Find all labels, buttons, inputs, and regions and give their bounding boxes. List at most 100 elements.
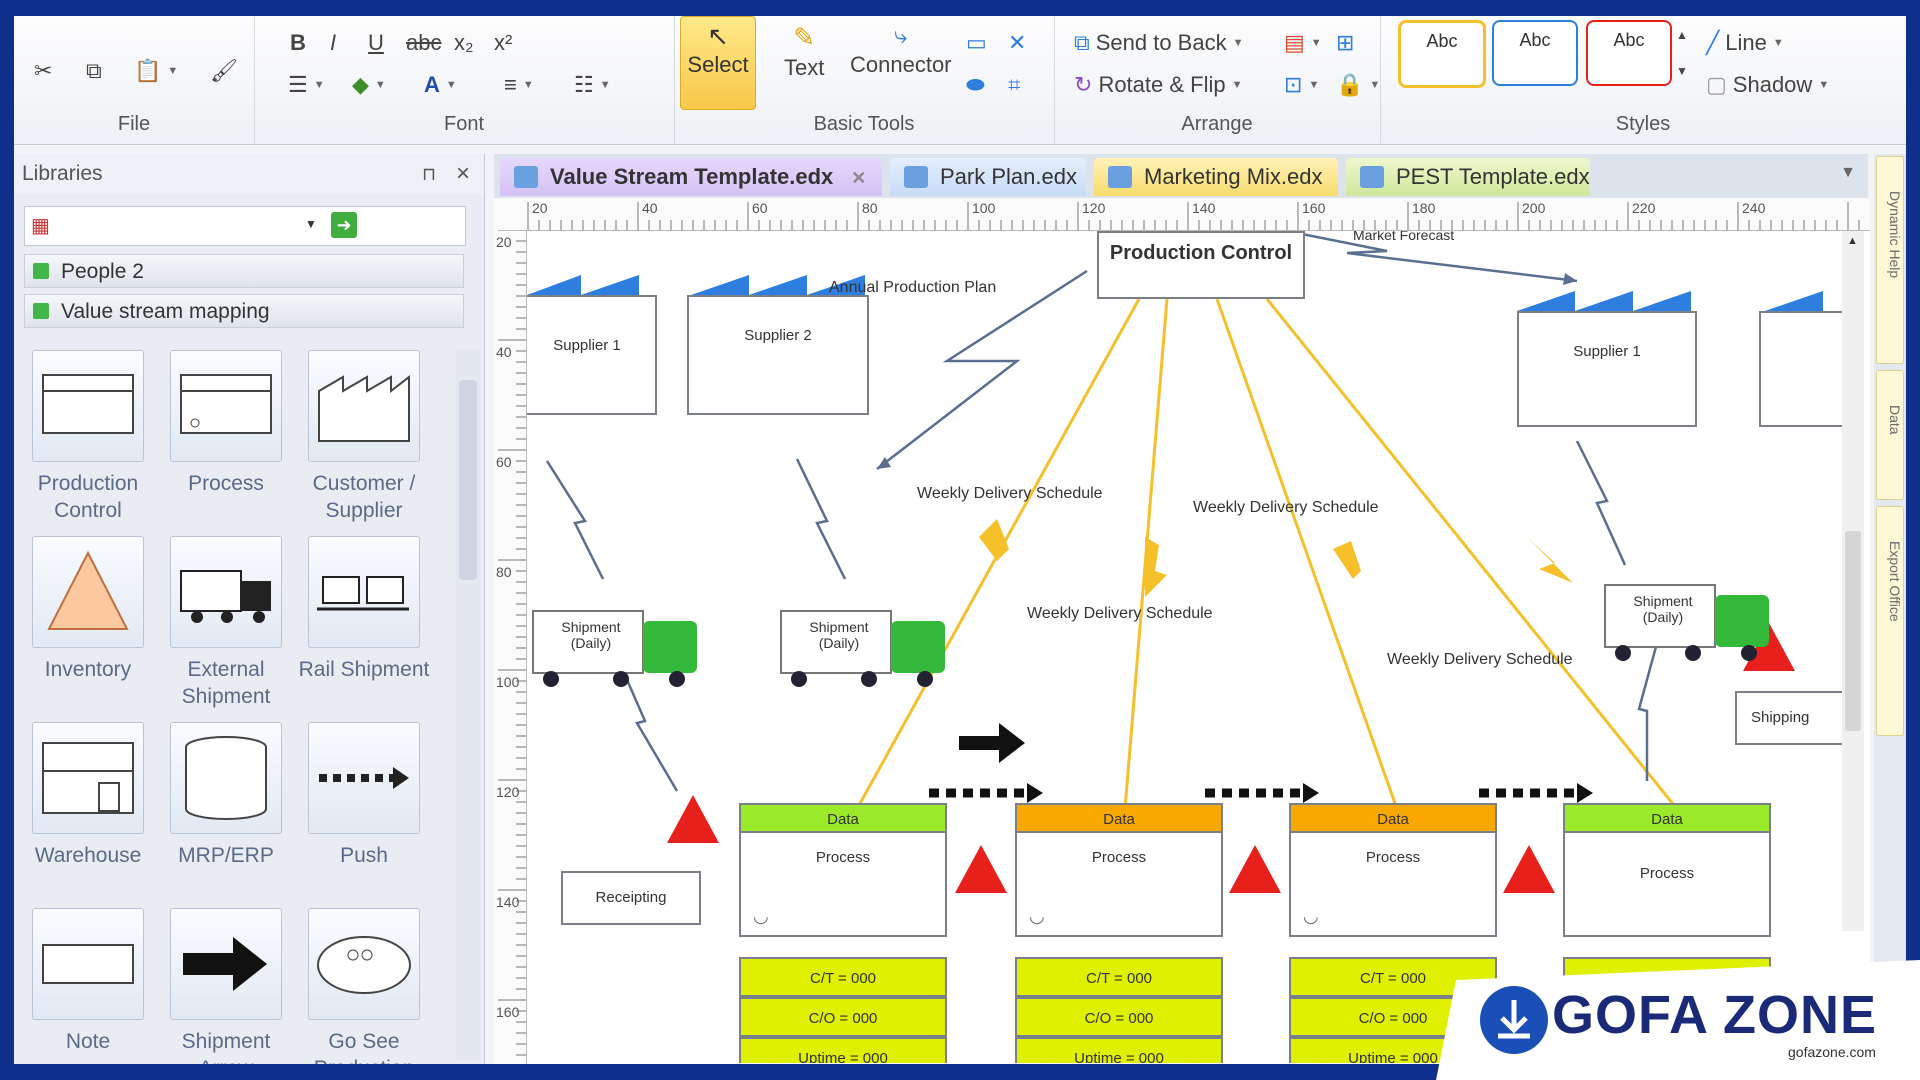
format-painter-icon[interactable]: 🖌 — [210, 58, 238, 83]
shape-process[interactable] — [170, 350, 282, 462]
bullets-icon[interactable]: ☷▼ — [574, 72, 611, 97]
align-shapes-icon[interactable]: ▤▼ — [1284, 30, 1322, 55]
pointer-icon: ↖ — [707, 21, 729, 51]
supplier-right-box[interactable]: Supplier 1 — [1517, 311, 1697, 427]
style-swatch-2[interactable]: Abc — [1492, 20, 1578, 86]
shape-shipment-arrow[interactable] — [170, 908, 282, 1020]
shipment-arrow-icon[interactable] — [959, 723, 1025, 763]
shipment-receipt-line[interactable] — [615, 656, 679, 792]
process-box[interactable]: Process — [1563, 831, 1771, 937]
shape-mrp-erp[interactable] — [170, 722, 282, 834]
supplier2-shipment-line[interactable] — [795, 458, 847, 580]
supplier1-shipment-line[interactable] — [545, 460, 605, 580]
italic-icon[interactable]: I — [330, 30, 337, 55]
style-swatch-3[interactable]: Abc — [1586, 20, 1672, 86]
production-control-box[interactable]: Production Control — [1097, 231, 1305, 299]
font-color-icon[interactable]: A▼ — [424, 72, 457, 97]
align-icon[interactable]: ≡▼ — [504, 72, 534, 97]
process-data-header[interactable]: Data — [1015, 803, 1223, 833]
tab-close-icon[interactable]: ✕ — [851, 168, 867, 188]
subscript-icon[interactable]: x₂ — [454, 30, 474, 55]
bold-icon[interactable]: B — [290, 30, 306, 55]
shape-go-see-production[interactable] — [308, 908, 420, 1020]
category-people-2[interactable]: People 2 — [24, 254, 464, 288]
inventory-triangle[interactable] — [667, 795, 719, 843]
library-search-input[interactable]: ▦ ▼ ➜ — [24, 206, 466, 246]
tab-marketing-mix[interactable]: Marketing Mix.edx — [1094, 158, 1338, 196]
dock-data[interactable]: Data — [1876, 370, 1904, 500]
supplier-2-box[interactable]: Supplier 2 — [687, 295, 869, 415]
copy-icon[interactable]: ⧉ — [86, 58, 102, 83]
style-swatch-1[interactable]: Abc — [1398, 20, 1486, 88]
cross-icon[interactable]: ✕ — [1008, 30, 1027, 55]
shape-rail-shipment[interactable] — [308, 536, 420, 648]
group-icon[interactable]: ⊞ — [1336, 30, 1355, 55]
library-scrollbar[interactable] — [456, 350, 480, 1060]
scroll-up-icon[interactable]: ▲ — [1847, 235, 1858, 247]
market-forecast-line[interactable] — [1286, 231, 1578, 283]
rectangle-icon[interactable]: ▭ — [966, 30, 987, 55]
shadow-button[interactable]: ▢Shadow▼ — [1706, 72, 1830, 97]
tab-list-chevron-icon[interactable]: ▼ — [1840, 164, 1856, 181]
crop-icon[interactable]: ⌗ — [1008, 72, 1021, 97]
shape-customer-supplier[interactable] — [308, 350, 420, 462]
inventory-triangle[interactable] — [1229, 845, 1281, 893]
process-data-header[interactable]: Data — [1563, 803, 1771, 833]
tab-park-plan[interactable]: Park Plan.edx — [890, 158, 1086, 196]
inventory-triangle[interactable] — [1503, 845, 1555, 893]
annual-plan-line[interactable] — [876, 269, 1088, 470]
process-data-header[interactable]: Data — [1289, 803, 1497, 833]
shape-production-control[interactable] — [32, 350, 144, 462]
shape-external-shipment[interactable] — [170, 536, 282, 648]
inventory-triangle[interactable] — [1743, 623, 1795, 671]
select-button[interactable]: ↖ Select — [680, 16, 756, 110]
category-value-stream-mapping[interactable]: Value stream mapping — [24, 294, 464, 328]
ellipse-icon[interactable]: ⬬ — [966, 72, 985, 97]
line-button[interactable]: ╱Line▼ — [1706, 30, 1784, 55]
drawing-canvas[interactable]: 20 40 60 80 100 120 140 160 180 200 220 … — [494, 198, 1870, 1064]
strikethrough-icon[interactable]: abc — [406, 30, 442, 55]
schedule-line-4[interactable] — [1265, 298, 1679, 810]
shipping-box[interactable]: Shipping — [1735, 691, 1843, 745]
distribute-icon[interactable]: ⊡▼ — [1284, 72, 1320, 97]
go-icon[interactable]: ➜ — [331, 212, 357, 238]
process-box[interactable]: Process◡ — [1015, 831, 1223, 937]
supplier-right-line[interactable] — [1575, 440, 1627, 566]
shape-warehouse[interactable] — [32, 722, 144, 834]
shape-push[interactable] — [308, 722, 420, 834]
canvas-scrollbar[interactable]: ▲ — [1842, 231, 1864, 931]
customer-box[interactable] — [1759, 311, 1843, 427]
paste-icon[interactable]: 📋▼ — [134, 58, 179, 83]
dock-dynamic-help[interactable]: Dynamic Help — [1876, 156, 1904, 364]
styles-scroll-up-icon[interactable]: ▲ — [1676, 28, 1688, 42]
shape-inventory[interactable] — [32, 536, 144, 648]
dock-export-office[interactable]: Export Office — [1876, 506, 1904, 736]
close-icon[interactable]: × — [455, 160, 470, 187]
inventory-triangle[interactable] — [955, 845, 1007, 893]
cut-icon[interactable]: ✂ — [34, 58, 53, 83]
styles-scroll-down-icon[interactable]: ▼ — [1676, 64, 1688, 78]
superscript-icon[interactable]: x² — [494, 30, 513, 55]
process-data-header[interactable]: Data — [739, 803, 947, 833]
chevron-down-icon[interactable]: ▼ — [305, 217, 317, 231]
line-spacing-icon[interactable]: ☰▼ — [288, 72, 325, 97]
rotate-flip-button[interactable]: ↻Rotate & Flip▼ — [1074, 72, 1243, 97]
process-box[interactable]: Process◡ — [1289, 831, 1497, 937]
underline-icon[interactable]: U — [368, 30, 384, 55]
process-box[interactable]: Process◡ — [739, 831, 947, 937]
shipping-line[interactable] — [1637, 642, 1659, 781]
connector-button[interactable]: ⤷ Connector — [850, 22, 952, 78]
send-to-back-button[interactable]: ⧉Send to Back▼ — [1074, 30, 1244, 55]
receipting-box[interactable]: Receipting — [561, 871, 701, 925]
tab-pest-template[interactable]: PEST Template.edx — [1346, 158, 1590, 196]
lock-icon[interactable]: 🔒▼ — [1336, 72, 1381, 97]
library-scroll-thumb[interactable] — [459, 380, 477, 580]
fill-color-icon[interactable]: ◆▼ — [352, 72, 386, 97]
tab-value-stream-template[interactable]: Value Stream Template.edx✕ — [500, 158, 882, 196]
canvas-scroll-thumb[interactable] — [1845, 531, 1861, 731]
schedule-line-3[interactable] — [1215, 298, 1399, 810]
supplier-1-box[interactable]: Supplier 1 — [527, 295, 657, 415]
shape-note[interactable] — [32, 908, 144, 1020]
text-button[interactable]: ✎ Text — [784, 22, 824, 81]
pin-icon[interactable]: ⊓ — [421, 164, 436, 184]
